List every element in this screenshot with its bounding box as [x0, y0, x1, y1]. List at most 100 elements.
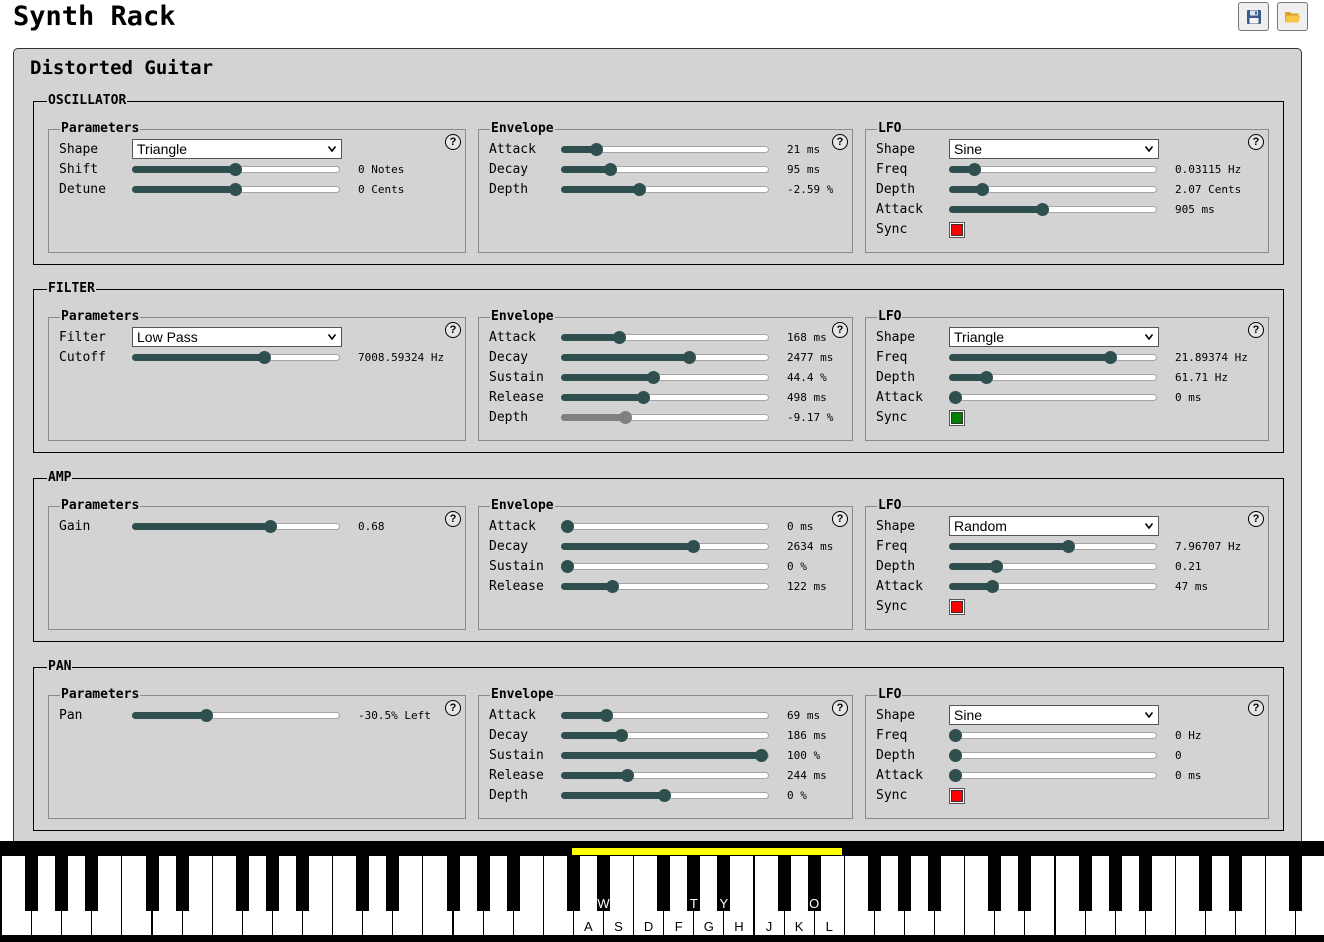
slider-thumb[interactable]: [949, 749, 962, 762]
piano-black-key[interactable]: [1108, 856, 1122, 911]
filter-lfo-attack-slider[interactable]: [949, 388, 1157, 408]
amp-lfo-shape-select[interactable]: Random: [949, 516, 1159, 536]
amp-envelope-decay-slider[interactable]: [561, 537, 769, 557]
filter-lfo-sync-toggle[interactable]: [949, 410, 965, 426]
slider-thumb[interactable]: [647, 371, 661, 384]
pan-envelope-attack-slider[interactable]: [561, 706, 769, 726]
pan-lfo-shape-select[interactable]: Sine: [949, 705, 1159, 725]
pan-lfo-attack-slider[interactable]: [949, 766, 1157, 786]
slider-thumb[interactable]: [561, 520, 574, 533]
slider-thumb[interactable]: [603, 163, 617, 176]
slider-thumb[interactable]: [968, 163, 982, 176]
piano-black-key[interactable]: [55, 856, 69, 911]
piano-black-key[interactable]: [928, 856, 942, 911]
oscillator-parameters-shape-select[interactable]: Triangle: [132, 139, 342, 159]
pan-envelope-decay-slider[interactable]: [561, 726, 769, 746]
pan-parameters-pan-slider[interactable]: [132, 706, 340, 726]
piano-black-key[interactable]: Y: [717, 856, 731, 911]
help-icon[interactable]: ?: [832, 700, 848, 716]
slider-thumb[interactable]: [985, 580, 999, 593]
oscillator-lfo-sync-toggle[interactable]: [949, 222, 965, 238]
amp-parameters-gain-slider[interactable]: [132, 517, 340, 537]
piano-black-key[interactable]: [386, 856, 400, 911]
piano-black-key[interactable]: [476, 856, 490, 911]
slider-thumb[interactable]: [976, 183, 990, 196]
oscillator-lfo-shape-select[interactable]: Sine: [949, 139, 1159, 159]
help-icon[interactable]: ?: [832, 511, 848, 527]
slider-thumb[interactable]: [199, 709, 213, 722]
piano-black-key[interactable]: [1018, 856, 1032, 911]
piano-black-key[interactable]: [145, 856, 159, 911]
oscillator-parameters-detune-slider[interactable]: [132, 180, 340, 200]
help-icon[interactable]: ?: [445, 134, 461, 150]
slider-thumb[interactable]: [229, 183, 242, 196]
slider-thumb[interactable]: [599, 709, 613, 722]
piano-black-key[interactable]: [777, 856, 791, 911]
oscillator-envelope-depth-slider[interactable]: [561, 180, 769, 200]
help-icon[interactable]: ?: [445, 322, 461, 338]
save-button[interactable]: [1238, 2, 1269, 31]
amp-envelope-release-slider[interactable]: [561, 577, 769, 597]
open-button[interactable]: [1277, 2, 1308, 31]
filter-lfo-depth-slider[interactable]: [949, 368, 1157, 388]
slider-thumb[interactable]: [229, 163, 242, 176]
help-icon[interactable]: ?: [832, 322, 848, 338]
pan-lfo-sync-toggle[interactable]: [949, 788, 965, 804]
oscillator-lfo-attack-slider[interactable]: [949, 200, 1157, 220]
amp-lfo-freq-slider[interactable]: [949, 537, 1157, 557]
filter-envelope-release-slider[interactable]: [561, 388, 769, 408]
pan-lfo-depth-slider[interactable]: [949, 746, 1157, 766]
filter-envelope-sustain-slider[interactable]: [561, 368, 769, 388]
filter-lfo-freq-slider[interactable]: [949, 348, 1157, 368]
amp-lfo-depth-slider[interactable]: [949, 557, 1157, 577]
slider-thumb[interactable]: [683, 351, 697, 364]
help-icon[interactable]: ?: [832, 134, 848, 150]
oscillator-parameters-shift-slider[interactable]: [132, 160, 340, 180]
slider-thumb[interactable]: [632, 183, 646, 196]
help-icon[interactable]: ?: [445, 700, 461, 716]
slider-thumb[interactable]: [613, 331, 627, 344]
slider-thumb[interactable]: [621, 769, 635, 782]
amp-lfo-sync-toggle[interactable]: [949, 599, 965, 615]
help-icon[interactable]: ?: [445, 511, 461, 527]
slider-thumb[interactable]: [1061, 540, 1075, 553]
piano-black-key[interactable]: [1078, 856, 1092, 911]
piano-black-key[interactable]: [296, 856, 309, 911]
filter-lfo-shape-select[interactable]: Triangle: [949, 327, 1159, 347]
filter-parameters-cutoff-slider[interactable]: [132, 348, 340, 368]
piano-black-key[interactable]: [566, 856, 580, 911]
piano-black-key[interactable]: [1229, 856, 1243, 911]
filter-parameters-filter-select[interactable]: Low Pass: [132, 327, 342, 347]
piano-black-key[interactable]: [1138, 856, 1152, 911]
slider-thumb[interactable]: [636, 391, 650, 404]
pan-envelope-sustain-slider[interactable]: [561, 746, 769, 766]
amp-envelope-attack-slider[interactable]: [561, 517, 769, 537]
slider-thumb[interactable]: [949, 769, 962, 782]
pan-envelope-depth-slider[interactable]: [561, 786, 769, 806]
piano-black-key[interactable]: [175, 856, 189, 911]
oscillator-lfo-freq-slider[interactable]: [949, 160, 1157, 180]
slider-thumb[interactable]: [1104, 351, 1118, 364]
piano-black-key[interactable]: [235, 856, 249, 911]
help-icon[interactable]: ?: [1248, 700, 1264, 716]
piano-black-key[interactable]: [1199, 856, 1212, 911]
piano-black-key[interactable]: [265, 856, 279, 911]
slider-thumb[interactable]: [605, 580, 619, 593]
pan-envelope-release-slider[interactable]: [561, 766, 769, 786]
slider-thumb[interactable]: [989, 560, 1003, 573]
amp-lfo-attack-slider[interactable]: [949, 577, 1157, 597]
piano-black-key[interactable]: W: [597, 856, 610, 911]
oscillator-lfo-depth-slider[interactable]: [949, 180, 1157, 200]
help-icon[interactable]: ?: [1248, 134, 1264, 150]
piano-black-key[interactable]: [867, 856, 881, 911]
help-icon[interactable]: ?: [1248, 322, 1264, 338]
slider-thumb[interactable]: [561, 560, 574, 573]
filter-envelope-attack-slider[interactable]: [561, 328, 769, 348]
slider-thumb[interactable]: [949, 391, 962, 404]
slider-thumb[interactable]: [687, 540, 701, 553]
amp-envelope-sustain-slider[interactable]: [561, 557, 769, 577]
slider-thumb[interactable]: [658, 789, 671, 802]
filter-envelope-decay-slider[interactable]: [561, 348, 769, 368]
slider-thumb[interactable]: [615, 729, 629, 742]
piano-black-key[interactable]: [506, 856, 520, 911]
